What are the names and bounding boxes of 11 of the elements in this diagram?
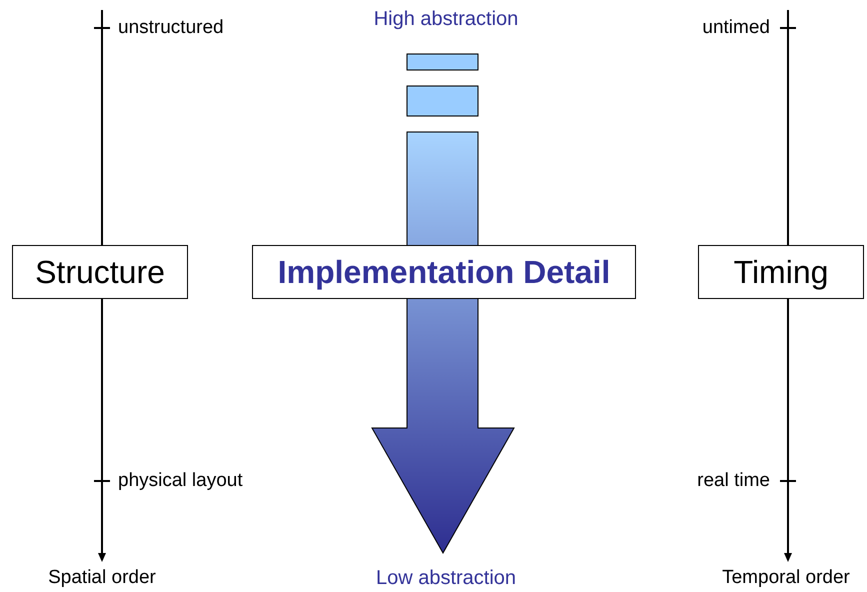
axis-label: unstructured [118, 17, 224, 39]
axis-label: untimed [702, 17, 770, 39]
scale-label: High abstraction [374, 8, 518, 31]
heading-box: Implementation Detail [252, 245, 636, 299]
axis-label: physical layout [118, 470, 243, 492]
category-box: Timing [698, 245, 864, 299]
category-box: Structure [12, 245, 188, 299]
scale-label: Low abstraction [376, 567, 516, 590]
axis-label: real time [697, 470, 770, 492]
axis-label: Temporal order [722, 567, 850, 589]
axis-label: Spatial order [48, 567, 156, 589]
